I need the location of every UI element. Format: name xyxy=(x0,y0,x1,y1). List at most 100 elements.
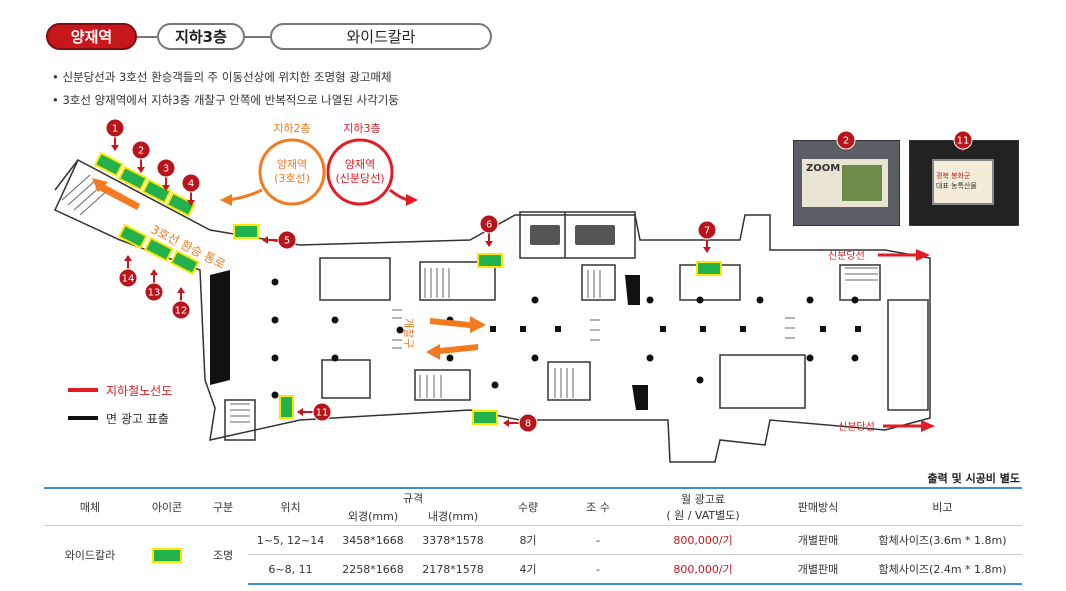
photo-pin-number: 11 xyxy=(957,136,970,147)
photo-ad-2: ZOOM xyxy=(793,140,900,226)
th-outer: 외경(mm) xyxy=(347,510,399,523)
legend-subway-line: 지하철노선도 xyxy=(106,384,173,398)
cell-outer: 3458*1668 xyxy=(333,525,413,555)
pin-3: 3 xyxy=(156,158,176,191)
th-icon: 아이콘 xyxy=(151,501,183,514)
pin-number: 8 xyxy=(525,419,531,430)
restroom-icons xyxy=(530,225,615,245)
cell-remark: 함체사이즈(2.4m * 1.8m) xyxy=(863,554,1022,585)
pin-number: 4 xyxy=(188,179,194,190)
pin-number: 11 xyxy=(316,408,329,419)
map-black-panels xyxy=(210,270,648,410)
pin-number: 13 xyxy=(148,288,161,299)
cell-icon xyxy=(136,525,198,584)
cell-type: 조명 xyxy=(198,525,248,584)
pin-6: 6 xyxy=(479,214,499,247)
circle-sinbundang-sub: (신분당선) xyxy=(335,172,384,185)
table-row: 와이드칼라 조명 1~5, 12~14 3458*1668 3378*1578 … xyxy=(44,525,1022,584)
pin-number: 5 xyxy=(284,236,290,247)
pin-number: 6 xyxy=(486,220,492,231)
th-qty: 수량 xyxy=(517,501,539,514)
cell-price: 800,000/기 xyxy=(633,554,773,585)
pin-1: 1 xyxy=(105,118,125,151)
cell-sale: 개별판매 xyxy=(773,525,863,555)
cell-cho: - xyxy=(563,554,633,585)
circle-line3-name: 양재역 xyxy=(277,158,307,171)
th-media: 매체 xyxy=(79,501,101,514)
photo-pin-2: 2 xyxy=(836,130,856,152)
pin-5: 5 xyxy=(262,230,297,250)
gate-label: 개찰구 xyxy=(402,318,415,348)
cost-note: 출력 및 시공비 별도 xyxy=(927,472,1020,485)
photo-pins: 2 11 xyxy=(836,130,973,152)
breadcrumb-connector xyxy=(137,36,157,38)
cell-media: 와이드칼라 xyxy=(44,525,136,584)
cell-qty: 4기 xyxy=(493,554,563,585)
photo-ad-11-line1: 경북 봉화군 xyxy=(936,172,971,180)
pin-11: 11 xyxy=(297,402,332,422)
breadcrumb-floor[interactable]: 지하3층 xyxy=(157,23,245,50)
cell-remark: 함체사이즈(3.6m * 1.8m) xyxy=(863,525,1022,555)
pin-14: 14 xyxy=(118,255,138,288)
th-spec: 규격 xyxy=(402,492,424,505)
circle-line3 xyxy=(258,138,326,206)
circle-sinbundang xyxy=(326,138,394,206)
pin-number: 1 xyxy=(112,124,118,135)
legend-ad-face: 면 광고 표출 xyxy=(106,412,169,426)
th-type: 구분 xyxy=(212,501,234,514)
floor-b3-label: 지하3층 xyxy=(343,121,380,135)
station-floor-map: 3호선 환승 통로 개찰구 지하2층 지하3층 양재역 (3호선) 양재역 (신… xyxy=(54,118,935,463)
th-cho: 조 수 xyxy=(586,501,610,514)
floor-b2-label: 지하2층 xyxy=(273,121,310,135)
cell-outer: 2258*1668 xyxy=(333,554,413,585)
map-walls xyxy=(54,158,931,463)
photo-pin-number: 2 xyxy=(843,136,849,147)
pin-4: 4 xyxy=(181,173,201,206)
circle-sinbundang-name: 양재역 xyxy=(345,158,375,171)
description-line-1: • 신분당선과 3호선 환승객들의 주 이동선상에 위치한 조명형 광고매체 xyxy=(52,70,392,84)
th-price-line1: 월 광고료 xyxy=(681,493,725,506)
cell-price: 800,000/기 xyxy=(633,525,773,555)
breadcrumb-connector xyxy=(245,36,270,38)
description-line-2: • 3호선 양재역에서 지하3층 개찰구 안쪽에 반복적으로 나열된 사각기둥 xyxy=(52,93,399,107)
photo-pin-11: 11 xyxy=(953,130,973,152)
ad-panel-icon xyxy=(152,547,182,563)
photo-ad-11-line2: 대표 농특산물 xyxy=(936,182,977,190)
th-inner: 내경(mm) xyxy=(427,510,479,523)
cell-inner: 3378*1578 xyxy=(413,525,493,555)
cell-location: 6~8, 11 xyxy=(248,554,333,585)
th-remark: 비고 xyxy=(932,501,953,514)
ad-panels xyxy=(93,151,722,425)
pricing-table: 매체 아이콘 구분 위치 규격 수량 조 수 월 광고료 ( 원 / VAT별도… xyxy=(44,487,1022,585)
pin-12: 12 xyxy=(171,287,191,320)
pin-number: 2 xyxy=(138,146,144,157)
photo-ad-11: 경북 봉화군 대표 농특산물 xyxy=(909,140,1019,226)
pin-number: 14 xyxy=(122,274,135,285)
pin-13: 13 xyxy=(144,269,164,302)
photo-ad-2-text: ZOOM xyxy=(806,163,841,174)
cell-sale: 개별판매 xyxy=(773,554,863,585)
pin-number: 12 xyxy=(175,306,188,317)
pin-number: 7 xyxy=(704,226,710,237)
pin-2: 2 xyxy=(131,140,151,173)
cell-inner: 2178*1578 xyxy=(413,554,493,585)
transfer-arrows xyxy=(92,178,486,360)
sinbundang-bottom-label: 신분당선 xyxy=(838,421,875,433)
map-pillars xyxy=(271,278,861,399)
th-sale: 판매방식 xyxy=(797,501,839,514)
map-stairs xyxy=(61,174,878,423)
breadcrumb-station[interactable]: 양재역 xyxy=(46,23,137,50)
pin-number: 3 xyxy=(163,164,169,175)
pin-7: 7 xyxy=(697,220,717,253)
cell-cho: - xyxy=(563,525,633,555)
cell-qty: 8기 xyxy=(493,525,563,555)
th-price: 월 광고료 ( 원 / VAT별도) xyxy=(633,488,773,526)
circle-line3-sub: (3호선) xyxy=(274,172,310,185)
pin-8: 8 xyxy=(503,413,538,433)
sinbundang-top-label: 신분당선 xyxy=(828,250,865,262)
table-row: 6~8, 11 2258*1668 2178*1578 4기 - 800,000… xyxy=(44,554,1022,585)
cell-location: 1~5, 12~14 xyxy=(248,525,333,555)
breadcrumb-product[interactable]: 와이드칼라 xyxy=(270,23,492,50)
th-location: 위치 xyxy=(280,501,301,514)
